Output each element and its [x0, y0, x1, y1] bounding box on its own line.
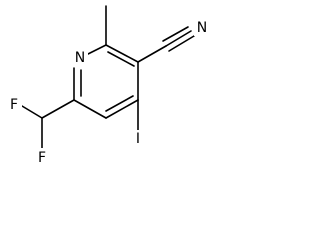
iodine-bg [133, 130, 143, 146]
bond-c2-c3-inner [107, 51, 135, 67]
bond-c3-cn [137, 45, 167, 63]
n-ring-bg [72, 50, 88, 66]
bond-c5-c6 [73, 99, 107, 119]
bond-c4-c5-inner [105, 95, 134, 112]
bond-cn-triple-3 [168, 35, 195, 52]
bond-c4-c5 [105, 99, 139, 119]
molecule-diagram: N N F F I [8, 5, 210, 166]
n-nitrile-bg [194, 20, 210, 36]
atom-f-upper: F [10, 97, 18, 113]
atom-f-lower: F [38, 150, 46, 166]
bond-cn-triple-2 [162, 26, 189, 42]
bond-c2-c3 [105, 44, 139, 63]
bond-cn-triple-1 [165, 30, 192, 47]
bond-c6-chf2 [41, 99, 75, 119]
bond-chf2-f-upper [21, 105, 43, 119]
atom-iodine: I [136, 131, 140, 147]
atom-n-nitrile: N [197, 20, 207, 36]
f-lower-bg [35, 148, 49, 164]
structure-canvas: N N F F I [8, 5, 210, 166]
atom-n-ring: N [75, 50, 85, 66]
f-upper-bg [8, 97, 22, 113]
